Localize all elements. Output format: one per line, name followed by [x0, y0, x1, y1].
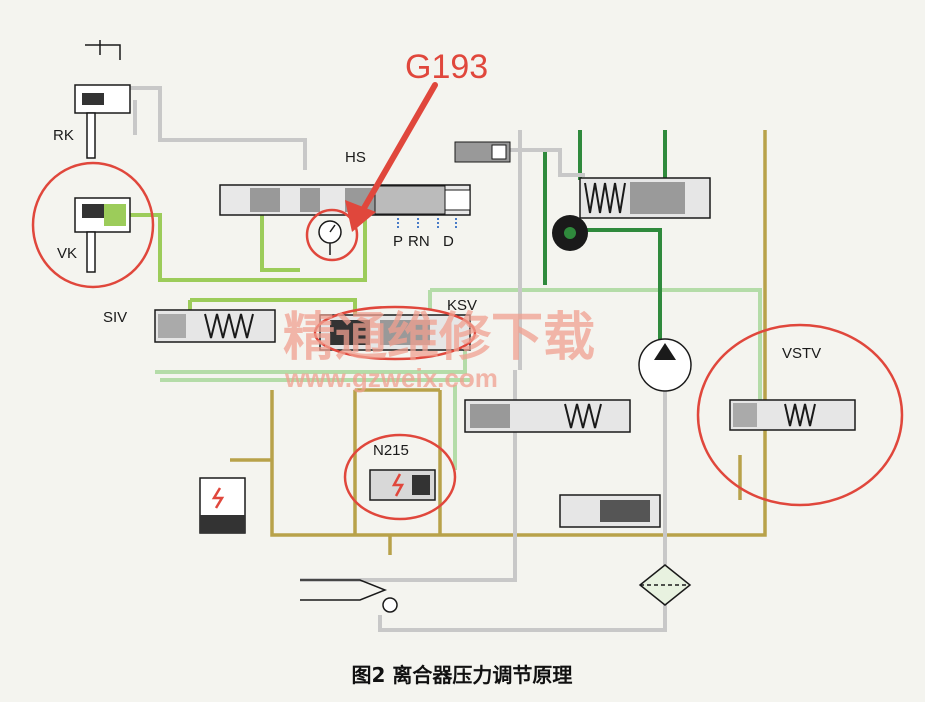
hs-valve	[219, 184, 471, 228]
vk-accumulator	[74, 197, 131, 273]
label-siv: SIV	[103, 309, 127, 326]
g193-highlight-circle	[305, 208, 359, 262]
vstv-highlight-circle	[696, 323, 904, 507]
label-d: D	[443, 233, 454, 250]
pump	[638, 338, 692, 392]
top-small-valve	[454, 141, 511, 163]
label-rn: RN	[408, 233, 430, 250]
label-hs: HS	[345, 149, 366, 166]
green-lines	[130, 190, 367, 320]
grey-lines	[100, 86, 667, 632]
label-p: P	[393, 233, 403, 250]
label-rk: RK	[53, 127, 74, 144]
highlight-circles	[31, 161, 904, 521]
vk-highlight-circle	[31, 161, 155, 289]
n215-solenoid	[369, 469, 436, 501]
siv-valve	[154, 309, 276, 343]
ksv-valve	[319, 314, 471, 351]
watermark-text: 精通维修下载	[283, 308, 595, 368]
olive-lines	[230, 130, 767, 555]
label-n215: N215	[373, 442, 409, 459]
middle-valve-block	[464, 399, 661, 528]
rotary-valve	[552, 215, 588, 251]
watermark-url: www.gzweix.com	[284, 363, 498, 393]
top-right-cylinder	[579, 177, 711, 219]
rk-accumulator	[74, 40, 131, 159]
g193-pressure-sensor	[318, 220, 342, 255]
n215-highlight-circle	[343, 433, 457, 521]
vstv-valve	[729, 399, 856, 431]
g193-callout-arrow	[345, 82, 438, 232]
label-vstv: VSTV	[782, 345, 821, 362]
label-vk: VK	[57, 245, 77, 262]
callout-label-g193: G193	[405, 48, 488, 86]
ksv-highlight-circle	[313, 305, 477, 361]
bottom-check-valve	[300, 579, 398, 613]
label-ksv: KSV	[447, 297, 477, 314]
left-solenoid	[199, 477, 246, 534]
figure-caption: 图2 离合器压力调节原理	[352, 663, 573, 687]
filter	[638, 564, 692, 606]
